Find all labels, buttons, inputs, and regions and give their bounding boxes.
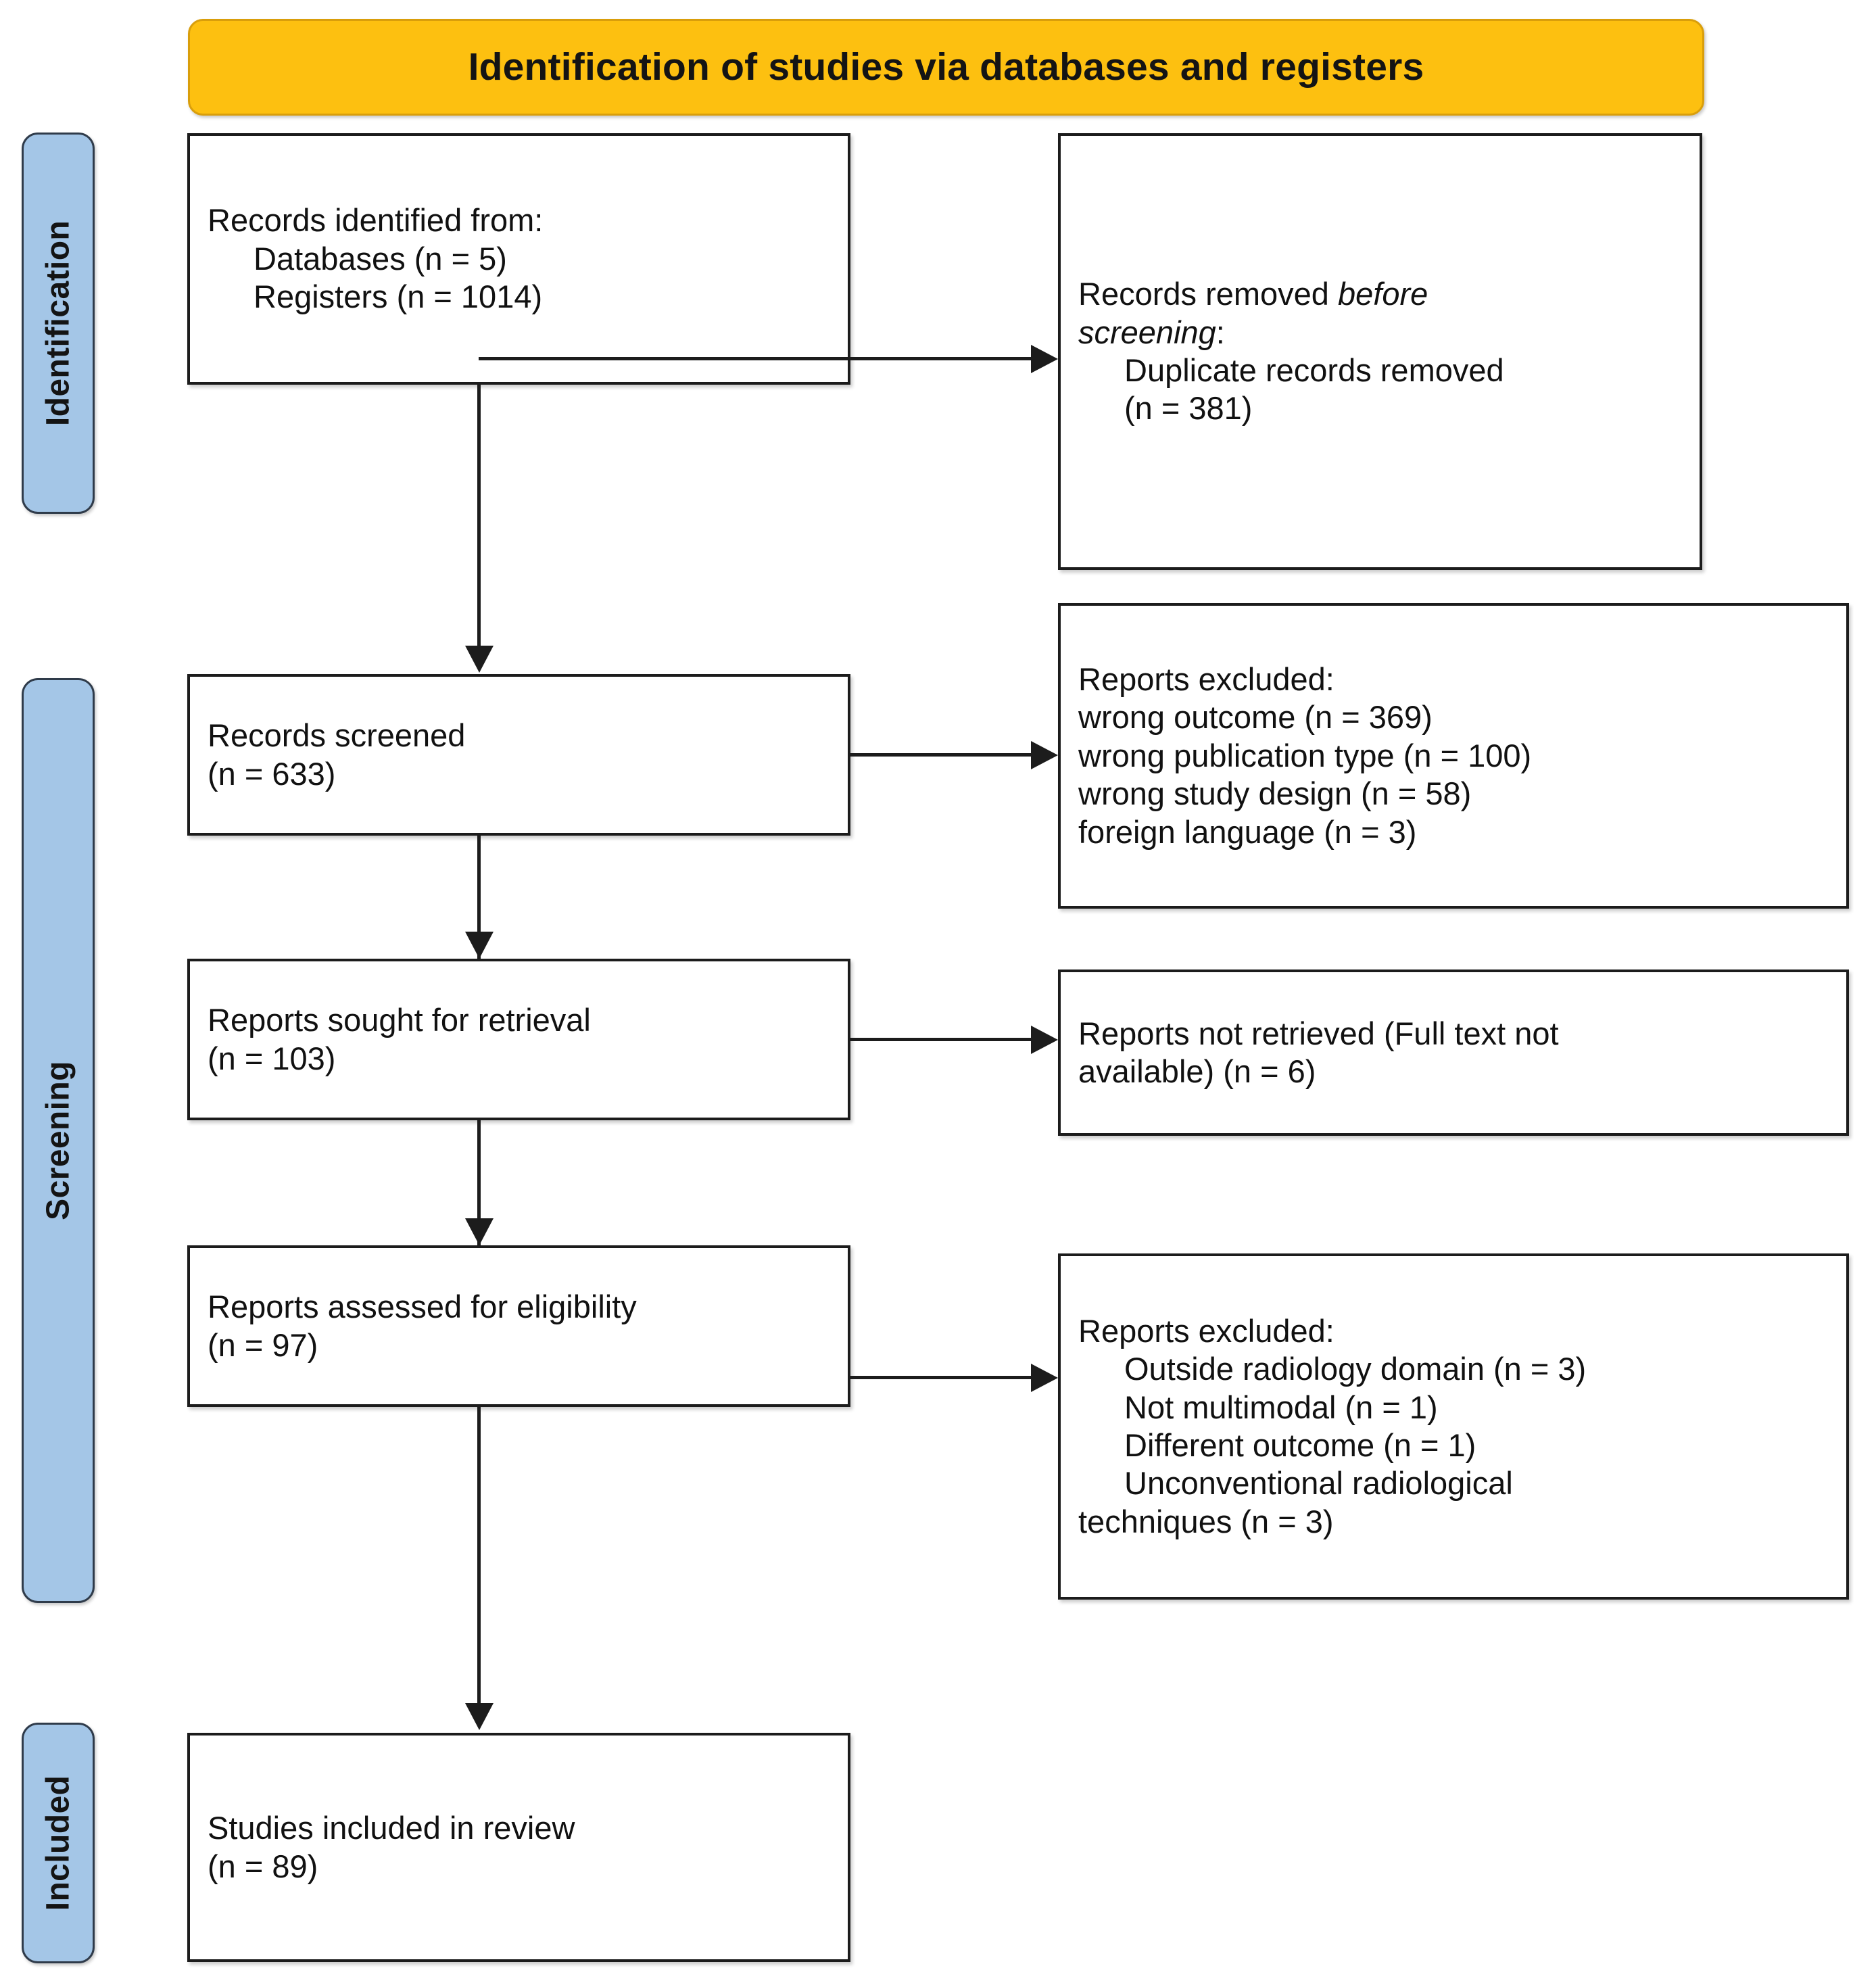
box-reports-assessed-text: Reports assessed for eligibility (n = 97…: [190, 1288, 848, 1364]
reports-excluded-1-line1: Reports excluded:: [1078, 661, 1334, 698]
reports-assessed-count: (n = 97): [208, 1326, 318, 1363]
connector-screened-to-sought: [477, 836, 481, 959]
records-screened-count: (n = 633): [208, 755, 336, 792]
box-reports-sought: Reports sought for retrieval (n = 103): [187, 959, 850, 1120]
box-records-removed: Records removed before screening: Duplic…: [1058, 133, 1702, 570]
reports-assessed-line1: Reports assessed for eligibility: [208, 1289, 637, 1325]
box-records-screened: Records screened (n = 633): [187, 674, 850, 836]
box-reports-excluded-eligibility-text: Reports excluded: Outside radiology doma…: [1061, 1312, 1846, 1541]
records-removed-duplicates-count: (n = 381): [1124, 390, 1253, 427]
box-reports-sought-text: Reports sought for retrieval (n = 103): [190, 1001, 848, 1078]
arrowhead-assessed-to-excluded: [1031, 1364, 1058, 1392]
connector-sought-to-assessed: [477, 1120, 481, 1245]
box-reports-excluded-screening: Reports excluded: wrong outcome (n = 369…: [1058, 603, 1849, 909]
stage-label-identification-text: Identification: [40, 220, 76, 427]
reports-not-retrieved-line1: Reports not retrieved (Full text not: [1078, 1015, 1559, 1051]
records-removed-line1-em: before: [1338, 276, 1428, 312]
arrowhead-screened-to-sought: [465, 932, 494, 959]
connector-identified-to-removed: [479, 357, 1031, 360]
reports-excluded-1-wrong-outcome: wrong outcome (n = 369): [1078, 699, 1433, 736]
arrowhead-identified-to-screened: [465, 646, 494, 673]
header-banner: Identification of studies via databases …: [188, 19, 1704, 116]
connector-screened-to-excluded: [849, 753, 1031, 757]
reports-excluded-1-wrong-study-design: wrong study design (n = 58): [1078, 775, 1472, 812]
box-reports-excluded-screening-text: Reports excluded: wrong outcome (n = 369…: [1061, 661, 1846, 851]
box-reports-excluded-eligibility: Reports excluded: Outside radiology doma…: [1058, 1253, 1849, 1600]
box-records-screened-text: Records screened (n = 633): [190, 717, 848, 793]
connector-identified-stub: [479, 357, 482, 359]
box-studies-included-text: Studies included in review (n = 89): [190, 1809, 848, 1886]
arrowhead-sought-to-assessed: [465, 1218, 494, 1245]
box-records-identified: Records identified from: Databases (n = …: [187, 133, 850, 385]
reports-not-retrieved-line2: available) (n = 6): [1078, 1053, 1316, 1089]
reports-excluded-2-different-outcome: Different outcome (n = 1): [1124, 1427, 1476, 1463]
connector-sought-to-not-retrieved: [849, 1038, 1031, 1041]
reports-sought-count: (n = 103): [208, 1040, 336, 1076]
records-identified-line1: Records identified from:: [208, 202, 544, 239]
reports-excluded-2-unconventional-b: techniques (n = 3): [1078, 1503, 1334, 1539]
records-screened-line1: Records screened: [208, 717, 466, 754]
box-reports-not-retrieved-text: Reports not retrieved (Full text not ava…: [1061, 1015, 1846, 1091]
arrowhead-screened-to-excluded: [1031, 741, 1058, 769]
studies-included-line1: Studies included in review: [208, 1810, 575, 1846]
page-title: Identification of studies via databases …: [468, 45, 1424, 89]
stage-label-included: Included: [22, 1723, 95, 1963]
box-reports-not-retrieved: Reports not retrieved (Full text not ava…: [1058, 969, 1849, 1136]
records-identified-databases: Databases (n = 5): [254, 240, 507, 277]
box-records-identified-text: Records identified from: Databases (n = …: [190, 201, 848, 316]
reports-sought-line1: Reports sought for retrieval: [208, 1002, 591, 1038]
reports-excluded-1-wrong-publication-type: wrong publication type (n = 100): [1078, 737, 1532, 773]
stage-label-screening-text: Screening: [40, 1061, 76, 1220]
arrowhead-identified-to-removed: [1031, 345, 1058, 373]
records-identified-registers: Registers (n = 1014): [254, 279, 543, 315]
records-removed-line2: screening:: [1078, 314, 1682, 352]
connector-assessed-to-excluded: [849, 1376, 1031, 1379]
box-records-removed-text: Records removed before screening: Duplic…: [1061, 275, 1700, 428]
reports-excluded-2-not-multimodal: Not multimodal (n = 1): [1124, 1389, 1438, 1425]
reports-excluded-2-line1: Reports excluded:: [1078, 1312, 1334, 1349]
arrowhead-assessed-to-included: [465, 1703, 494, 1730]
connector-identified-to-screened: [477, 385, 481, 648]
records-removed-line2-colon: :: [1216, 314, 1225, 350]
stage-label-identification: Identification: [22, 133, 95, 514]
records-removed-line1-plain: Records removed: [1078, 276, 1338, 312]
records-removed-duplicates: Duplicate records removed: [1124, 352, 1504, 388]
box-reports-assessed: Reports assessed for eligibility (n = 97…: [187, 1245, 850, 1407]
stage-label-included-text: Included: [40, 1775, 76, 1911]
connector-assessed-to-included: [477, 1407, 481, 1706]
reports-excluded-2-unconventional-a: Unconventional radiological: [1124, 1465, 1513, 1502]
reports-excluded-1-foreign-language: foreign language (n = 3): [1078, 813, 1417, 850]
box-studies-included: Studies included in review (n = 89): [187, 1733, 850, 1962]
arrowhead-sought-to-not-retrieved: [1031, 1026, 1058, 1054]
records-removed-line2-em: screening: [1078, 314, 1216, 350]
records-removed-line1: Records removed before: [1078, 275, 1682, 313]
stage-label-screening: Screening: [22, 678, 95, 1603]
reports-excluded-2-outside-radiology: Outside radiology domain (n = 3): [1124, 1351, 1587, 1387]
studies-included-count: (n = 89): [208, 1848, 318, 1884]
